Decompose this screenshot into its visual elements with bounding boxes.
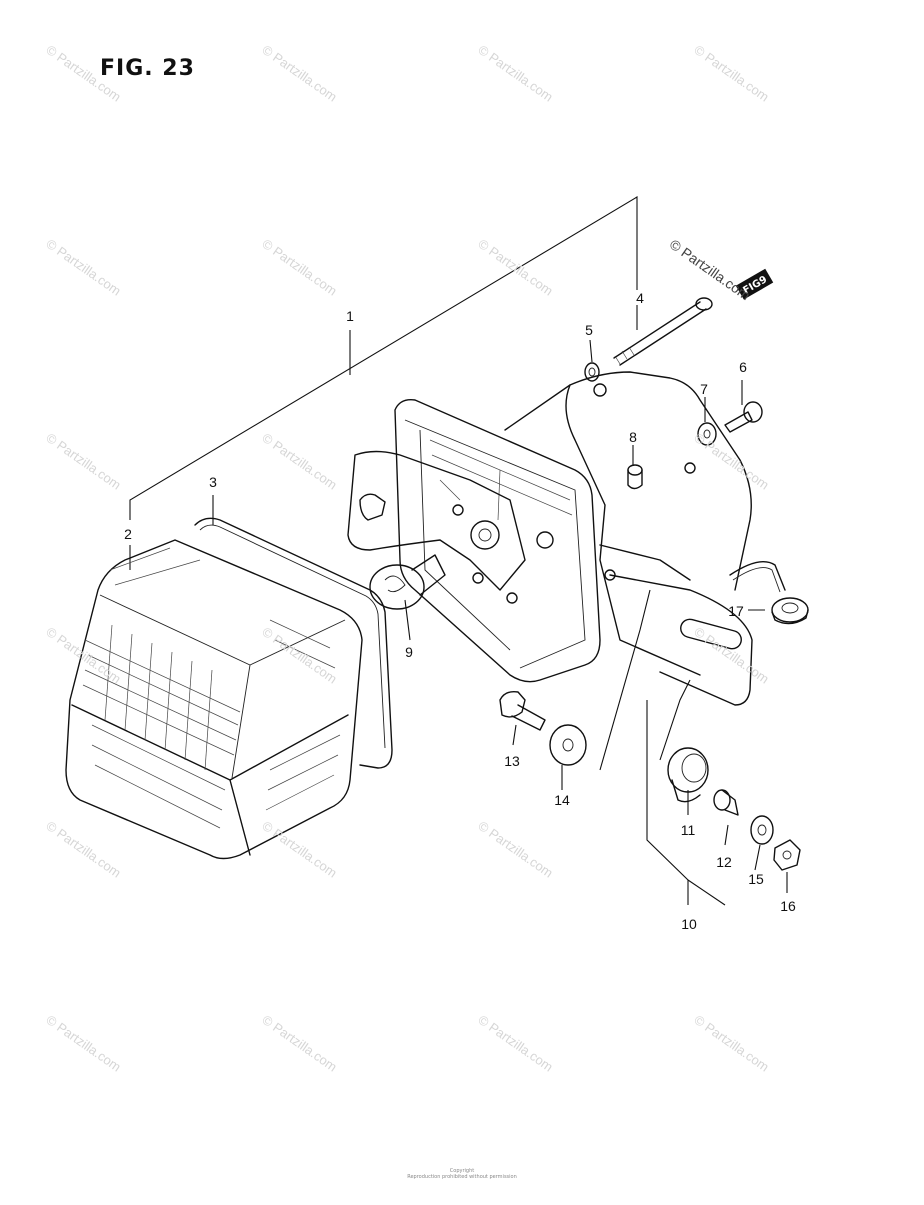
grommet-11 [667, 747, 709, 803]
collar-12 [713, 789, 739, 816]
footer-line-1: Copyright [449, 1168, 475, 1174]
callout-16: 16 [780, 898, 796, 914]
washer-5 [584, 362, 600, 382]
callout-2: 2 [124, 526, 132, 542]
grommet-17 [771, 597, 809, 625]
leader-12 [724, 824, 729, 846]
leader-13 [512, 724, 517, 746]
leader-lines [129, 196, 788, 906]
callout-9: 9 [405, 644, 413, 660]
bracket-10b [687, 879, 726, 906]
callout-1: 1 [346, 308, 354, 324]
callout-5: 5 [585, 322, 593, 338]
callout-15: 15 [748, 871, 764, 887]
callout-12: 12 [716, 854, 732, 870]
figure-title: FIG. 23 [100, 56, 195, 81]
callout-17: 17 [728, 603, 744, 619]
washer-15 [750, 815, 774, 845]
callout-4: 4 [636, 290, 644, 306]
gasket [194, 517, 393, 769]
screw-6 [724, 401, 763, 433]
footer-line-2: Reproduction prohibited without permissi… [407, 1174, 517, 1180]
bulb [369, 554, 446, 610]
nut-16 [773, 839, 801, 871]
callout-13: 13 [504, 753, 520, 769]
callout-3: 3 [209, 474, 217, 490]
washer-14 [549, 724, 587, 766]
callout-14: 14 [554, 792, 570, 808]
callout-6: 6 [739, 359, 747, 375]
leader-5 [589, 339, 593, 363]
footer: Copyright Reproduction prohibited withou… [0, 1168, 924, 1180]
leader-9 [404, 599, 411, 641]
callout-7: 7 [700, 381, 708, 397]
leader-11-dash [659, 679, 691, 761]
mounting-bracket [504, 371, 786, 706]
bolt-long [613, 297, 713, 366]
bracket-1 [129, 196, 638, 520]
washer-7 [697, 422, 717, 446]
lamp-housing [394, 399, 601, 683]
bolt-13 [499, 690, 546, 731]
callout-11: 11 [680, 822, 696, 838]
bracket-10 [646, 700, 689, 905]
lens-assembly [65, 539, 363, 860]
callout-8: 8 [629, 429, 637, 445]
callout-10: 10 [681, 916, 697, 932]
leader-15 [754, 844, 761, 871]
reflector-plate [347, 450, 526, 591]
leader-14-dash [599, 589, 651, 771]
spacer-8 [627, 464, 643, 490]
